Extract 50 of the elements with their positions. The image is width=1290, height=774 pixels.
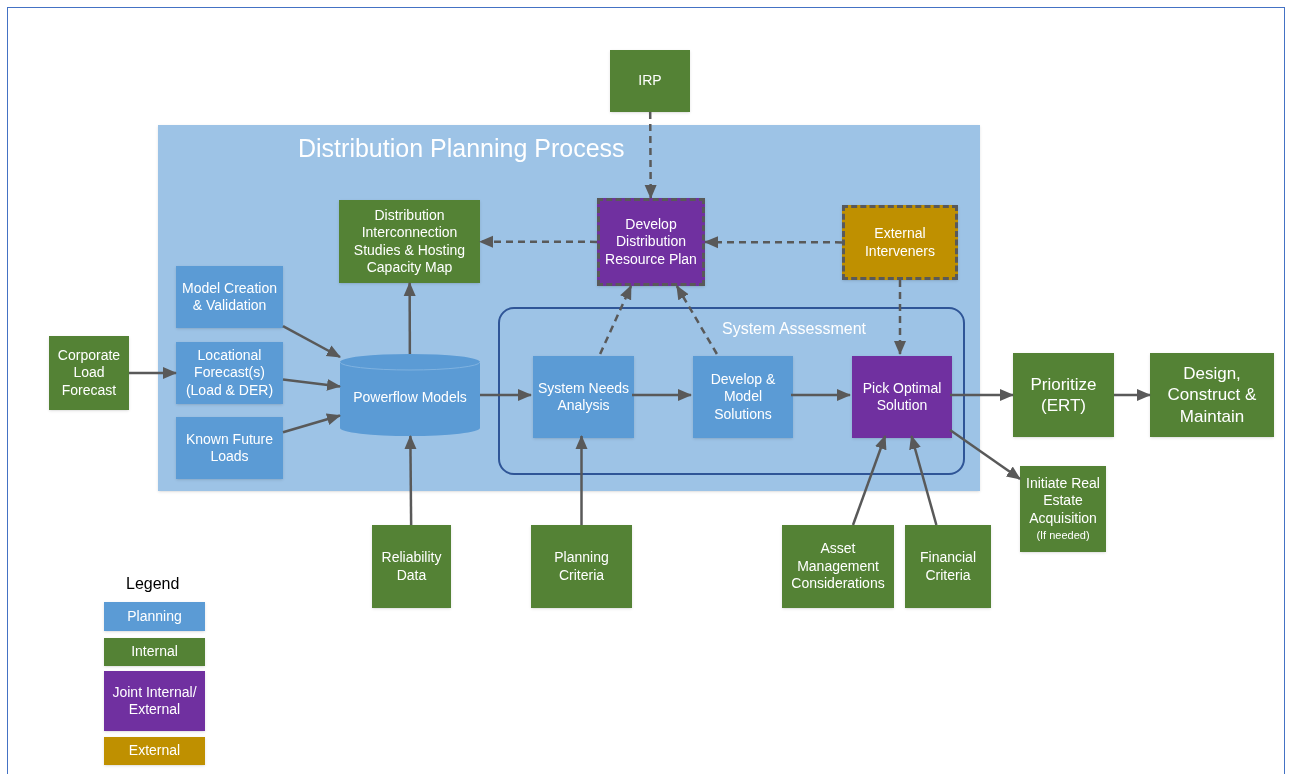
arrow [950, 389, 1014, 401]
process-box: Prioritize (ERT) [1013, 353, 1114, 437]
legend-swatch: Joint Internal/ External [104, 671, 205, 731]
arrow [851, 435, 887, 526]
legend-title: Legend [126, 574, 180, 594]
arrow [632, 389, 692, 401]
note-text: (If needed) [1036, 529, 1090, 544]
arrow [675, 285, 718, 355]
arrow [129, 367, 177, 379]
arrow [909, 435, 938, 526]
arrow [644, 112, 657, 199]
arrow [1114, 389, 1151, 401]
group-title: Distribution Planning Process [298, 133, 625, 164]
process-box: Distribution Interconnection Studies & Hosting Capacity Map [339, 200, 480, 283]
process-box: System Needs Analysis [533, 356, 634, 438]
group-title: System Assessment [722, 319, 867, 339]
arrow [791, 389, 851, 401]
process-box: Develop Distribution Resource Plan [597, 198, 705, 286]
process-box: Planning Criteria [531, 525, 632, 608]
arrow [404, 435, 417, 525]
process-box: Corporate Load Forecast [49, 336, 129, 410]
arrow [599, 285, 633, 355]
arrow [480, 389, 532, 401]
arrow [282, 413, 341, 434]
process-box: Asset Management Considerations [782, 525, 894, 608]
process-box: Financial Criteria [905, 525, 991, 608]
node-label: Powerflow Models [352, 389, 468, 407]
process-box [1020, 466, 1106, 552]
arrow [575, 435, 588, 525]
process-region [158, 125, 980, 491]
arrow [282, 324, 341, 359]
arrow [894, 280, 906, 355]
process-box: Design, Construct & Maintain [1150, 353, 1274, 437]
arrow [403, 282, 416, 354]
arrow [704, 236, 842, 249]
legend-swatch: External [104, 737, 205, 765]
arrow [479, 235, 597, 248]
legend-swatch: Planning [104, 602, 205, 631]
process-box: Pick Optimal Solution [852, 356, 952, 438]
process-box: Known Future Loads [176, 417, 283, 479]
group-frame [498, 307, 965, 475]
legend-swatch: Internal [104, 638, 205, 666]
process-box: Reliability Data [372, 525, 451, 608]
process-box: IRP [610, 50, 690, 112]
process-box: External Interveners [842, 205, 958, 280]
box-label: Initiate Real Estate Acquisition [1025, 474, 1101, 528]
process-box: Model Creation & Validation [176, 266, 283, 328]
process-box: Develop & Model Solutions [693, 356, 793, 438]
arrow [282, 378, 341, 391]
process-box: Locational Forecast(s) (Load & DER) [176, 342, 283, 404]
